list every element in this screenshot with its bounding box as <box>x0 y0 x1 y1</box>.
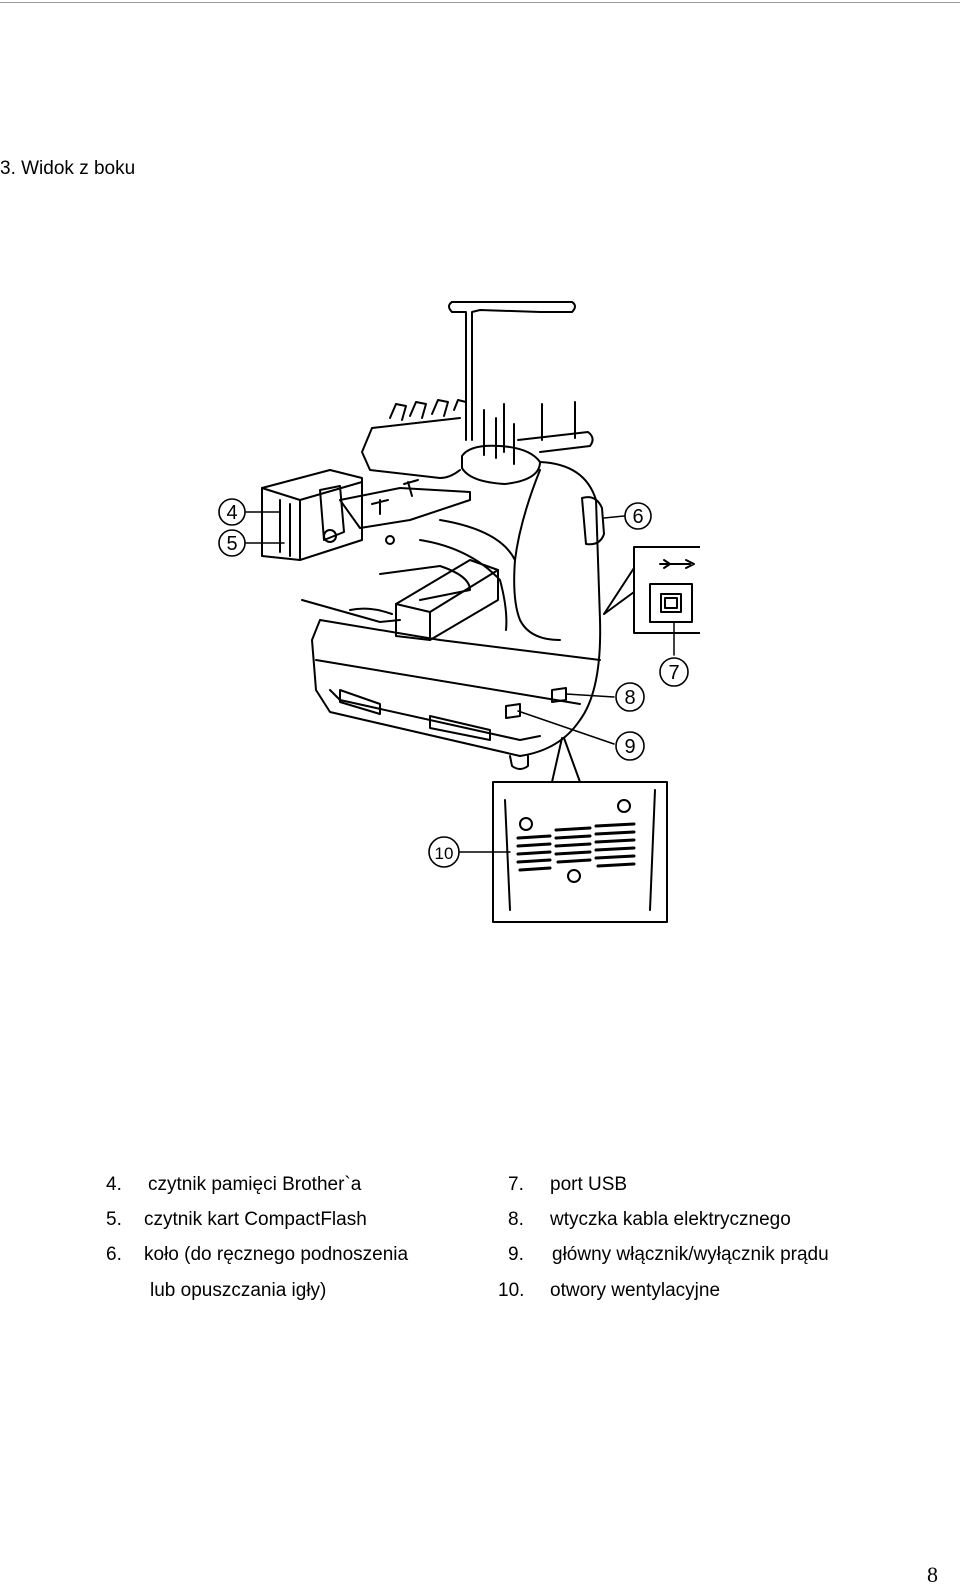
callout-7 <box>659 657 689 687</box>
callout-10-label: 10 <box>435 844 454 863</box>
usb-port <box>649 583 693 623</box>
legend-text: wtyczka kabla elektrycznego <box>550 1209 791 1230</box>
callout-6-label: 6 <box>632 506 643 528</box>
thread-tree-base <box>461 444 541 485</box>
legend-text: czytnik pamięci Brother`a <box>148 1174 362 1195</box>
legend-number: 4. <box>106 1174 122 1195</box>
machine-column <box>311 461 602 757</box>
callout-10 <box>428 836 460 868</box>
callout-5 <box>218 529 246 557</box>
carriage-arm <box>395 559 499 641</box>
page-number: 8 <box>927 1562 938 1587</box>
legend-text: port USB <box>550 1174 628 1195</box>
callout-8-label: 8 <box>624 687 635 709</box>
legend-number: 5. <box>106 1209 122 1230</box>
card-reader-unit <box>261 469 363 561</box>
usb-icon <box>659 559 695 569</box>
machine-side-view-illustration: 4 5 6 7 8 9 10 <box>218 301 700 923</box>
thread-tree-handle <box>451 301 576 441</box>
legend-text: otwory wentylacyjne <box>550 1280 721 1301</box>
legend-number: 8. <box>508 1209 524 1230</box>
ventilation-slots <box>516 822 636 872</box>
usb-inset-frame <box>633 546 700 634</box>
section-heading: 3. Widok z boku <box>0 158 136 179</box>
legend-text: czytnik kart CompactFlash <box>144 1209 367 1230</box>
power-switch <box>505 703 521 719</box>
legend-number: 9. <box>508 1244 524 1265</box>
handwheel <box>581 496 605 546</box>
machine-base <box>319 619 601 661</box>
legend-number: 7. <box>508 1174 524 1195</box>
machine-arm <box>361 417 461 479</box>
callout-9 <box>615 731 645 761</box>
legend-number: 6. <box>106 1244 122 1265</box>
legend-text: główny włącznik/wyłącznik prądu <box>552 1244 829 1265</box>
top-rule <box>0 2 960 3</box>
callout-4-label: 4 <box>226 502 237 524</box>
legend-text: koło (do ręcznego podnoszenia <box>144 1244 409 1265</box>
callout-4 <box>218 498 246 526</box>
callout-6 <box>624 502 652 530</box>
callout-7-label: 7 <box>668 662 679 684</box>
legend-text: lub opuszczania igły) <box>150 1280 327 1301</box>
callout-5-label: 5 <box>226 533 237 555</box>
legend-number: 10. <box>498 1280 525 1301</box>
callout-8 <box>615 682 645 712</box>
callout-9-label: 9 <box>624 736 635 758</box>
power-socket <box>551 687 567 703</box>
mounting-bracket <box>339 487 471 529</box>
